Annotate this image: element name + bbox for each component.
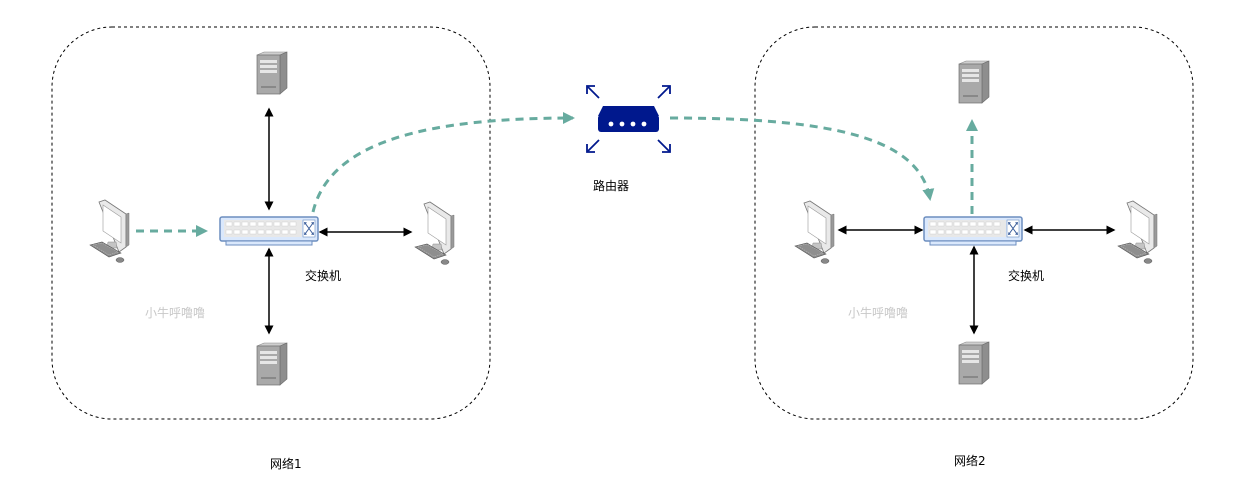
switch-2-label: 交换机 xyxy=(1008,269,1045,283)
network-1-boundary xyxy=(51,26,491,420)
network-1-label: 网络1 xyxy=(270,457,302,471)
server-icon xyxy=(958,60,990,104)
server-icon xyxy=(256,51,288,95)
watermark-1: 小牛呼噜噜 xyxy=(145,306,206,320)
desktop-icon xyxy=(794,200,835,264)
server-icon xyxy=(958,341,990,385)
desktop-icon xyxy=(414,201,455,265)
switch-icon xyxy=(219,216,319,246)
watermark-2: 小牛呼噜噜 xyxy=(848,306,909,320)
server-icon xyxy=(256,342,288,386)
network-2-label: 网络2 xyxy=(954,454,986,468)
router-icon xyxy=(586,85,671,153)
desktop-icon xyxy=(1117,200,1158,264)
switch-1-label: 交换机 xyxy=(305,269,342,283)
desktop-icon xyxy=(89,199,130,263)
switch-icon xyxy=(923,216,1023,246)
path-switch1-to-router xyxy=(311,112,575,213)
path-router-to-switch2 xyxy=(669,116,935,201)
router-label: 路由器 xyxy=(593,179,630,193)
network-2-boundary xyxy=(754,26,1194,420)
